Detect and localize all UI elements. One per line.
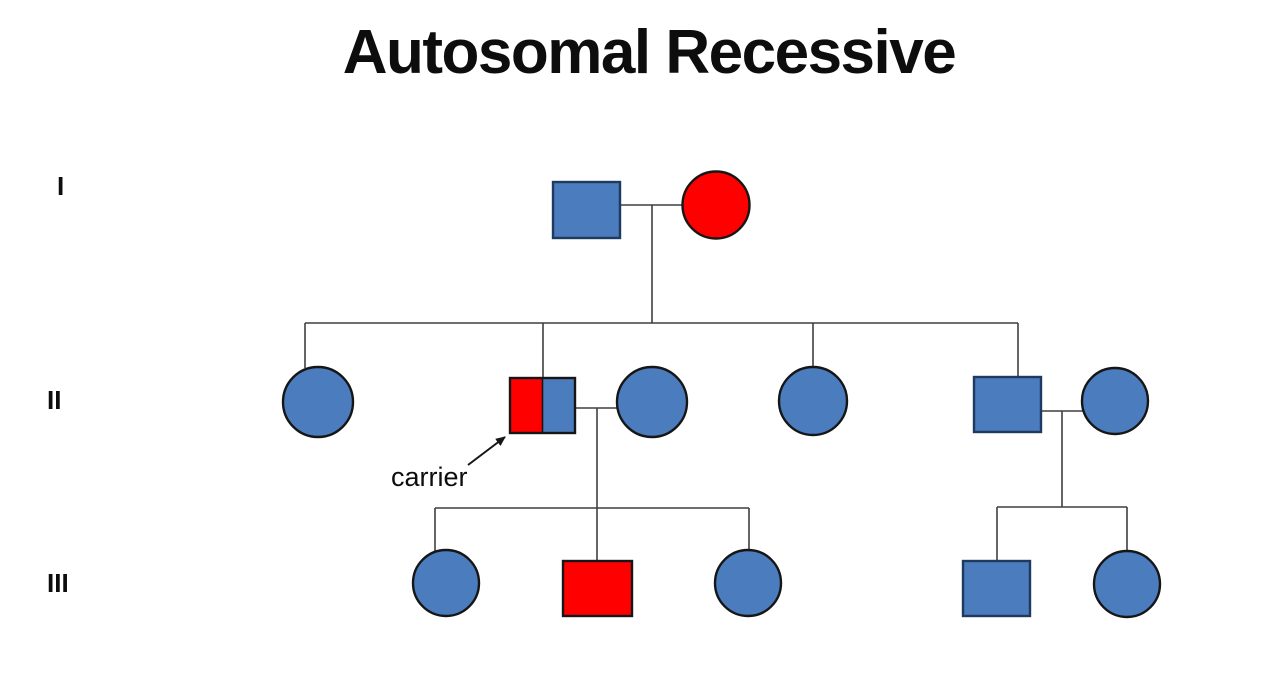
individual-II-4-unaffected (777, 365, 849, 437)
carrier-half-unaffected (542, 378, 575, 433)
individual-III-4-unaffected (961, 559, 1032, 618)
pedigree-individuals (281, 170, 1162, 619)
page-title: Autosomal Recessive (342, 18, 957, 87)
individual-II-1-unaffected (281, 365, 355, 439)
individual-III-3-unaffected (713, 548, 783, 618)
individual-II-3-unaffected (615, 365, 689, 439)
carrier-half-affected (510, 378, 543, 433)
generation-label-3: III (47, 568, 69, 598)
individual-II-6-unaffected (1080, 366, 1150, 436)
individual-II-2-carrier (508, 376, 577, 435)
connector-lines (304, 204, 1128, 562)
individual-III-2-affected (561, 559, 634, 618)
carrier-arrow-line (467, 436, 506, 466)
generation-label-1: I (57, 171, 65, 201)
individual-III-5-unaffected (1092, 549, 1162, 619)
carrier-annotation-label: carrier (391, 462, 468, 492)
generation-label-2: II (47, 385, 62, 415)
carrier-arrow (467, 436, 506, 466)
individual-I-1-unaffected (551, 180, 622, 240)
individual-II-5-unaffected (972, 375, 1043, 434)
individual-III-1-unaffected (411, 548, 481, 618)
individual-I-2-affected (681, 170, 751, 240)
